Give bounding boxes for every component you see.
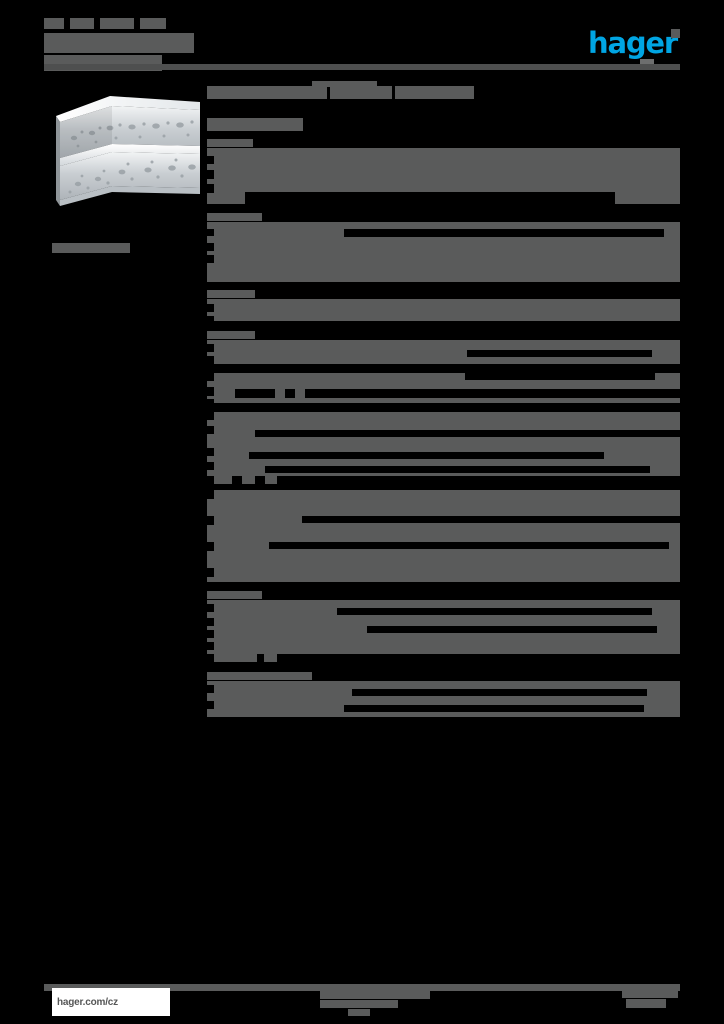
redacted-label <box>207 139 253 147</box>
redacted-paragraph <box>207 299 680 321</box>
redacted-paragraph <box>207 148 680 204</box>
redacted-paragraph <box>207 412 680 484</box>
footer-center-text <box>320 990 430 1016</box>
specification-table <box>207 81 680 717</box>
redacted-label <box>207 672 312 680</box>
page-header: hager <box>44 18 680 71</box>
redacted-paragraph <box>207 600 680 662</box>
section-b <box>207 290 680 321</box>
hager-logo-text: hager <box>588 26 678 60</box>
section-f <box>207 490 680 582</box>
title-word <box>44 18 64 29</box>
product-image <box>56 96 200 206</box>
product-image-caption <box>52 243 130 253</box>
footer-divider <box>44 984 680 991</box>
section-d <box>207 373 680 403</box>
title-word <box>70 18 94 29</box>
reference-row <box>207 81 680 104</box>
section-g <box>207 591 680 662</box>
section-h <box>207 672 680 717</box>
hager-logo: hager <box>588 26 680 65</box>
footer-url[interactable]: hager.com/cz <box>52 988 170 1016</box>
footer-url-text: hager.com/cz <box>57 996 118 1008</box>
redacted-paragraph <box>207 373 680 403</box>
title-word <box>140 18 166 29</box>
redacted-label <box>207 290 255 298</box>
redacted-label <box>207 331 255 339</box>
description-row <box>207 139 680 204</box>
section-e <box>207 412 680 484</box>
section-a <box>207 213 680 282</box>
logo-underline <box>640 59 654 65</box>
title-line-2 <box>44 33 194 53</box>
logo-mark-icon <box>671 29 680 38</box>
redacted-label <box>207 213 262 221</box>
footer-page-number <box>622 988 678 1014</box>
title-word <box>100 18 134 29</box>
redacted-paragraph <box>207 490 680 582</box>
redacted-text <box>207 86 474 99</box>
redacted-paragraph <box>207 222 680 282</box>
redacted-text <box>207 118 303 131</box>
redacted-paragraph <box>207 340 680 364</box>
title-line-1 <box>44 18 204 31</box>
section-c <box>207 331 680 364</box>
subtitle-row <box>207 118 680 131</box>
redacted-superscript <box>312 81 377 87</box>
redacted-paragraph <box>207 681 680 717</box>
header-divider <box>44 64 680 70</box>
redacted-label <box>207 591 262 599</box>
